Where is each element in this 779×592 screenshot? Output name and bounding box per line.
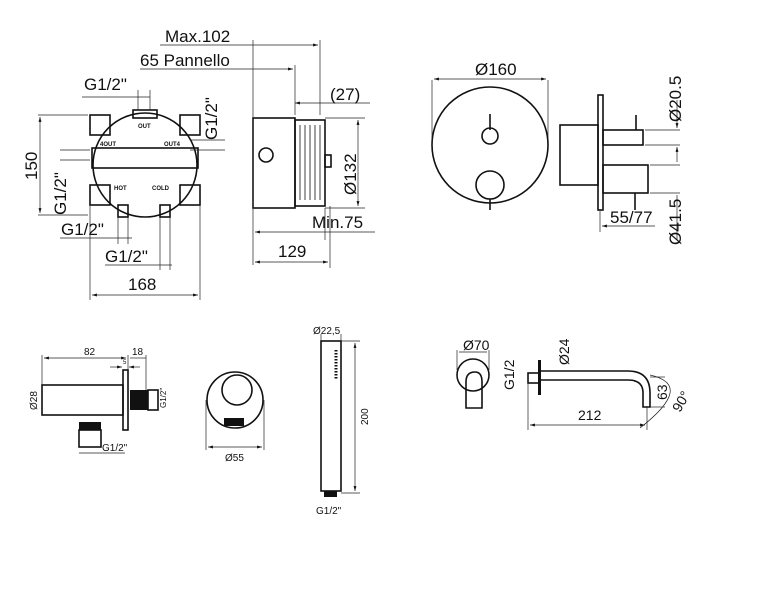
dim-shower-thread: G1/2"	[316, 506, 342, 517]
trim-plate-front-view: Ø160	[431, 60, 549, 210]
dim-height: 150	[22, 152, 41, 180]
mixing-box-front-view: OUT 4OUT OUT4 HOT COLD 150 G1/2" G1/2" G…	[22, 75, 225, 300]
dim-inlet-top: G1/2"	[84, 75, 127, 94]
dim-projection: 55/77	[610, 208, 653, 227]
dim-inlet-left: G1/2"	[51, 172, 70, 215]
dim-depth: 129	[278, 242, 306, 261]
dim-spout-length: 212	[578, 407, 602, 423]
wall-outlet-side-view: 82 18 5 Ø28 G1/2" G1/2"	[29, 347, 168, 454]
mixing-box-side-view: Max.102 65 Pannello (27) Ø132 Min.75 129	[140, 27, 375, 268]
dim-handle-bottom: Ø41.5	[666, 199, 685, 245]
dim-outlet-thread-side: G1/2"	[159, 388, 168, 408]
dim-shower-diameter: Ø22,5	[313, 326, 341, 337]
dim-outlet-diameter: Ø28	[29, 391, 40, 410]
dim-panel-depth: 65 Pannello	[140, 51, 230, 70]
dim-rosette-diameter: Ø55	[225, 453, 244, 464]
trim-plate-side-view: Ø20.5 Ø41.5 55/77	[559, 76, 685, 245]
dim-spout-pipe-diameter: Ø24	[556, 338, 572, 365]
port-label-cold: COLD	[152, 186, 170, 192]
dim-inlet-bottom-left: G1/2"	[61, 220, 104, 239]
dim-inlet-bottom-right: G1/2"	[105, 247, 148, 266]
dim-spout-angle: 90°	[669, 388, 693, 414]
dim-handle-top: Ø20.5	[666, 76, 685, 122]
dim-spout-rosette: Ø70	[463, 337, 490, 353]
dim-spout-drop: 63	[654, 384, 670, 400]
dim-spout-thread: G1/2	[501, 359, 517, 390]
dim-max-depth: Max.102	[165, 27, 230, 46]
hand-shower: Ø22,5 200 G1/2"	[313, 326, 371, 517]
spout-front-view: Ø70	[456, 337, 490, 409]
dim-shower-length: 200	[360, 408, 371, 425]
dim-offset: (27)	[330, 85, 360, 104]
dim-outlet-length: 82	[84, 347, 96, 358]
dim-min-depth: Min.75	[312, 213, 363, 232]
dim-outlet-thread-bottom: G1/2"	[102, 443, 128, 454]
dim-diameter: Ø132	[341, 153, 360, 195]
dim-plate-diameter: Ø160	[475, 60, 517, 79]
wall-outlet-front-view: Ø55	[205, 371, 265, 464]
port-label-hot: HOT	[114, 186, 127, 192]
dim-width: 168	[128, 275, 156, 294]
dim-inlet-top-right: G1/2"	[202, 97, 221, 140]
dim-outlet-flange-thickness: 5	[123, 360, 127, 366]
port-label-out: OUT	[138, 124, 151, 130]
spout-side-view: 212 Ø24 G1/2 63 90°	[501, 338, 693, 430]
port-label-out4: OUT4	[164, 142, 181, 148]
port-label-4out: 4OUT	[100, 142, 116, 148]
dim-outlet-flange: 18	[132, 347, 144, 358]
